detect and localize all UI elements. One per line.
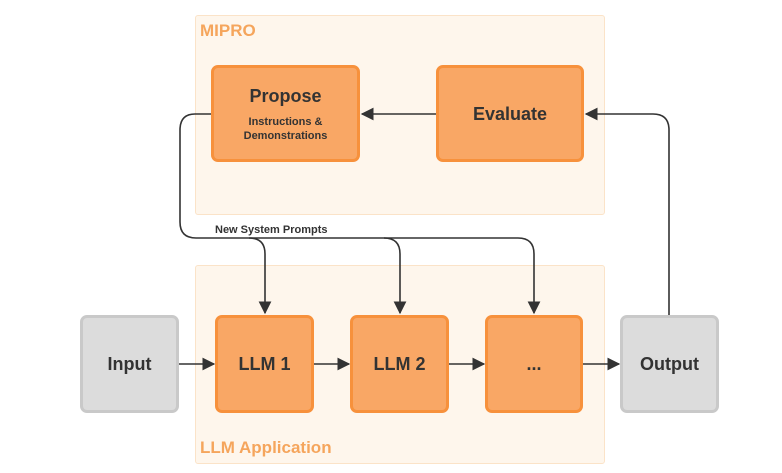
arrow-output-to-evaluate bbox=[584, 107, 670, 316]
output-node: Output bbox=[620, 315, 719, 413]
ellipsis-node: ... bbox=[485, 315, 583, 413]
mipro-title: MIPRO bbox=[200, 21, 256, 40]
propose-node: Propose Instructions & Demonstrations bbox=[211, 65, 360, 162]
llm1-label: LLM 1 bbox=[238, 354, 291, 374]
ellipsis-label: ... bbox=[526, 354, 542, 374]
input-node: Input bbox=[80, 315, 179, 413]
input-label: Input bbox=[107, 354, 152, 374]
llm2-label: LLM 2 bbox=[373, 354, 426, 374]
propose-sublabel: Instructions & Demonstrations bbox=[243, 115, 328, 142]
new-system-prompts-label: New System Prompts bbox=[215, 224, 328, 236]
arrow-propose-to-llm1 bbox=[179, 113, 272, 315]
llm2-node: LLM 2 bbox=[350, 315, 449, 413]
evaluate-node: Evaluate bbox=[436, 65, 584, 162]
llm1-node: LLM 1 bbox=[215, 315, 314, 413]
arrow-prompts-to-llm2 bbox=[249, 237, 407, 315]
propose-label: Propose bbox=[249, 85, 322, 106]
llm-application-title: LLM Application bbox=[200, 438, 332, 457]
output-label: Output bbox=[640, 354, 699, 374]
evaluate-label: Evaluate bbox=[472, 103, 548, 124]
arrow-prompts-to-ellipsis bbox=[384, 237, 541, 315]
